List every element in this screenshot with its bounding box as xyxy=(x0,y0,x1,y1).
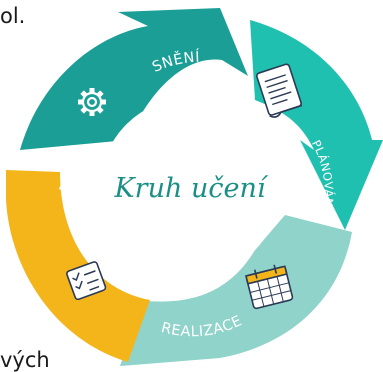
clipboard-checklist-icon xyxy=(66,261,107,301)
text-fragment-top: ol. xyxy=(0,4,26,28)
segment-snění xyxy=(20,8,248,150)
document-scroll-icon xyxy=(255,63,303,118)
center-title: Kruh učení xyxy=(114,173,269,204)
text-fragment-bottom: vých xyxy=(0,348,50,372)
center-circle xyxy=(100,98,280,278)
segment-výstupy xyxy=(6,170,150,362)
segment-realizace xyxy=(120,215,352,366)
calendar-icon xyxy=(245,264,294,310)
